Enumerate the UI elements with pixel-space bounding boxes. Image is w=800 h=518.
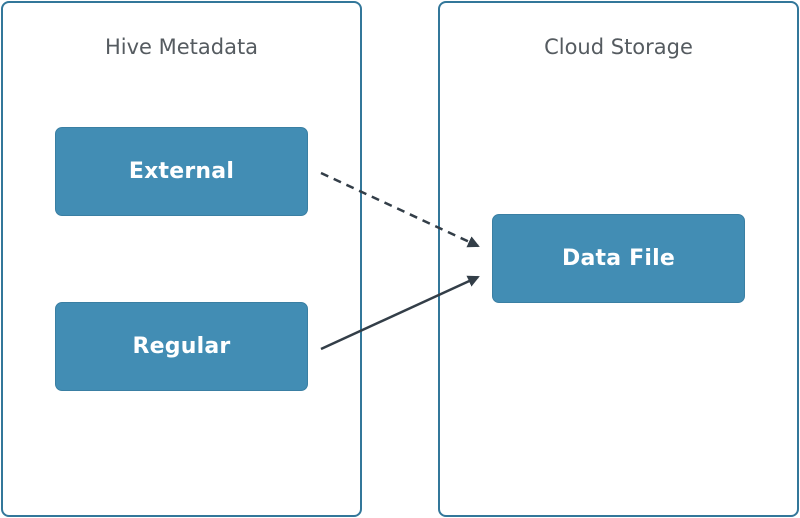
- regular-node-label: Regular: [132, 334, 231, 359]
- hive-metadata-title: Hive Metadata: [104, 35, 259, 59]
- data-file-node-label: Data File: [562, 246, 675, 271]
- hive-metadata-panel: Hive Metadata: [1, 1, 362, 517]
- cloud-storage-title: Cloud Storage: [544, 35, 693, 59]
- regular-node: Regular: [55, 302, 308, 391]
- data-file-node: Data File: [492, 214, 745, 303]
- external-node-label: External: [128, 159, 235, 184]
- external-node: External: [55, 127, 308, 216]
